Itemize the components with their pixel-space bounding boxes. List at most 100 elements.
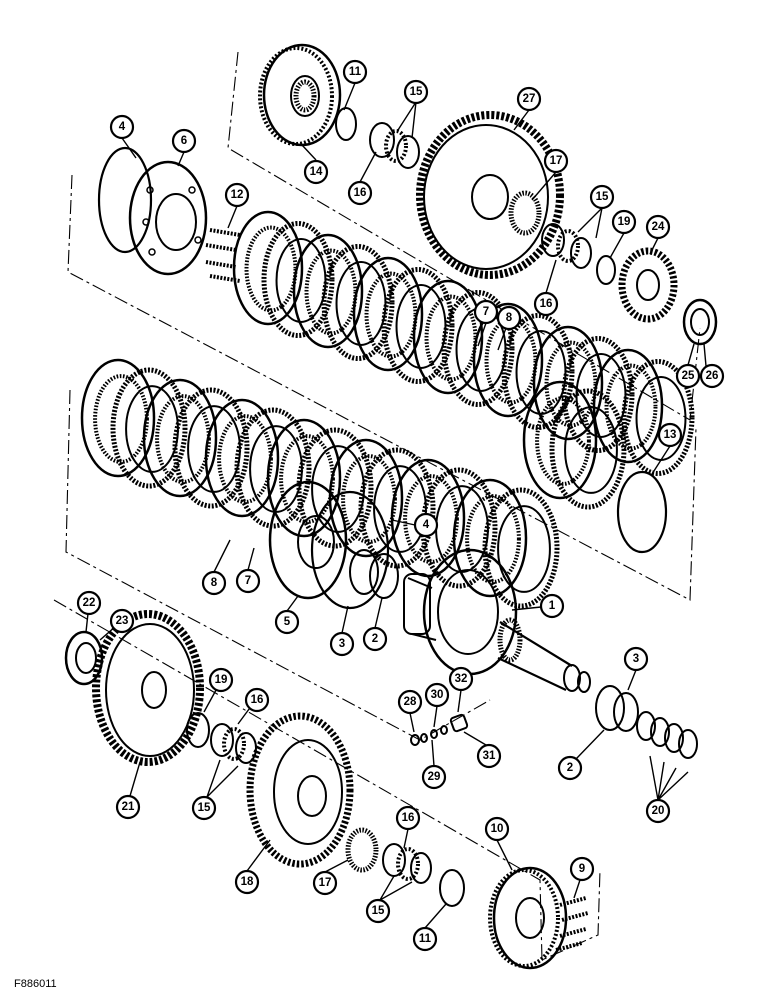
svg-text:29: 29 — [428, 771, 441, 783]
svg-text:15: 15 — [410, 86, 423, 98]
svg-text:2: 2 — [567, 762, 573, 774]
callout-4-upper: 4 — [109, 114, 135, 140]
frame-lower — [65, 389, 491, 741]
callout-15-lower-left: 15 — [191, 795, 217, 821]
part-ring-19-lower — [186, 712, 210, 748]
svg-text:26: 26 — [706, 370, 719, 382]
callout-1: 1 — [539, 593, 565, 619]
svg-text:21: 21 — [122, 801, 135, 813]
svg-text:22: 22 — [83, 597, 96, 609]
clutch-disc — [358, 447, 436, 569]
callout-21: 21 — [115, 794, 141, 820]
svg-text:1: 1 — [549, 600, 556, 612]
part-snap-ring-13 — [616, 470, 668, 554]
callout-17-lower: 17 — [312, 870, 338, 896]
callout-32: 32 — [448, 666, 474, 692]
part-seal-ring-4-mid — [310, 490, 390, 610]
callout-28: 28 — [397, 689, 423, 715]
svg-text:10: 10 — [491, 823, 504, 835]
svg-text:32: 32 — [455, 673, 468, 685]
part-ring-3-right — [613, 692, 639, 732]
clutch-disc — [292, 233, 364, 349]
svg-text:15: 15 — [372, 905, 385, 917]
part-bearing-22-23 — [64, 630, 104, 686]
callout-13: 13 — [657, 422, 683, 448]
part-snap-ring-11-lower — [439, 869, 465, 907]
part-seal-rings-20 — [636, 711, 698, 759]
svg-text:3: 3 — [633, 653, 639, 665]
svg-text:13: 13 — [664, 429, 677, 441]
part-hub-disc-upper — [258, 43, 342, 147]
svg-text:17: 17 — [319, 877, 332, 889]
callout-19-upper: 19 — [611, 209, 637, 235]
clutch-disc — [266, 418, 342, 538]
svg-text:7: 7 — [483, 306, 489, 318]
clutch-disc — [522, 380, 598, 500]
callout-30: 30 — [424, 682, 450, 708]
clutch-disc — [80, 358, 156, 478]
part-ring-19-upper — [596, 255, 616, 285]
callout-23: 23 — [109, 608, 135, 634]
svg-text:16: 16 — [354, 187, 367, 199]
callout-8-lower: 8 — [201, 570, 227, 596]
part-small-gear-24 — [618, 247, 678, 323]
part-piston-6 — [128, 160, 208, 276]
part-plate-5 — [268, 480, 348, 600]
clutch-disc — [321, 244, 395, 361]
svg-text:16: 16 — [251, 694, 264, 706]
svg-text:14: 14 — [310, 166, 323, 178]
callout-3-mid: 3 — [329, 631, 355, 657]
svg-text:7: 7 — [245, 575, 251, 587]
callout-11-lower: 11 — [412, 926, 438, 952]
callout-20: 20 — [645, 798, 671, 824]
part-needle-bearing-17-upper — [508, 190, 542, 236]
callout-labels: 11 14 15 16 27 17 15 16 19 24 25 26 4 6 … — [76, 59, 725, 952]
svg-text:20: 20 — [652, 805, 665, 817]
svg-text:30: 30 — [431, 689, 444, 701]
clutch-disc-inner — [604, 363, 658, 451]
callout-7-upper: 7 — [473, 299, 499, 325]
svg-text:15: 15 — [596, 191, 609, 203]
svg-text:23: 23 — [116, 615, 129, 627]
part-bearing-lower-right — [382, 843, 432, 884]
svg-text:16: 16 — [540, 298, 553, 310]
callout-22: 22 — [76, 590, 102, 616]
part-shaft-1 — [403, 548, 591, 693]
clutch-disc — [232, 210, 304, 326]
part-springs-9 — [555, 896, 589, 952]
clutch-disc — [441, 290, 515, 407]
callout-8-upper: 8 — [496, 305, 522, 331]
clutch-disc-inner — [535, 396, 591, 486]
callout-3-right: 3 — [623, 646, 649, 672]
clutch-disc — [352, 256, 424, 372]
callout-16-upper-right: 16 — [533, 291, 559, 317]
svg-text:27: 27 — [523, 93, 536, 105]
part-large-gear-27 — [416, 111, 564, 279]
clutch-disc — [381, 267, 455, 384]
svg-text:19: 19 — [215, 674, 228, 686]
clutch-disc-inner — [564, 406, 618, 494]
callout-2-right: 2 — [557, 755, 583, 781]
clutch-disc — [549, 388, 627, 510]
callout-9: 9 — [569, 856, 595, 882]
svg-text:15: 15 — [198, 802, 211, 814]
svg-text:8: 8 — [211, 577, 218, 589]
part-drum-18 — [246, 712, 354, 868]
callout-16-lower-left: 16 — [244, 687, 270, 713]
svg-text:4: 4 — [119, 121, 126, 133]
svg-text:25: 25 — [682, 370, 695, 382]
clutch-disc-inner — [515, 330, 567, 415]
svg-text:24: 24 — [652, 221, 665, 233]
svg-text:2: 2 — [372, 633, 378, 645]
clutch-disc-inner — [275, 238, 327, 323]
callout-26: 26 — [699, 363, 725, 389]
parts-artwork — [64, 43, 718, 970]
clutch-disc-inner — [465, 494, 521, 584]
figure-code: F886011 — [14, 978, 57, 990]
callout-17-upper: 17 — [543, 148, 569, 174]
clutch-disc — [592, 348, 664, 464]
clutch-disc — [142, 378, 218, 498]
clutch-disc — [261, 221, 335, 338]
svg-text:17: 17 — [550, 155, 563, 167]
clutch-disc-inner — [575, 353, 627, 438]
